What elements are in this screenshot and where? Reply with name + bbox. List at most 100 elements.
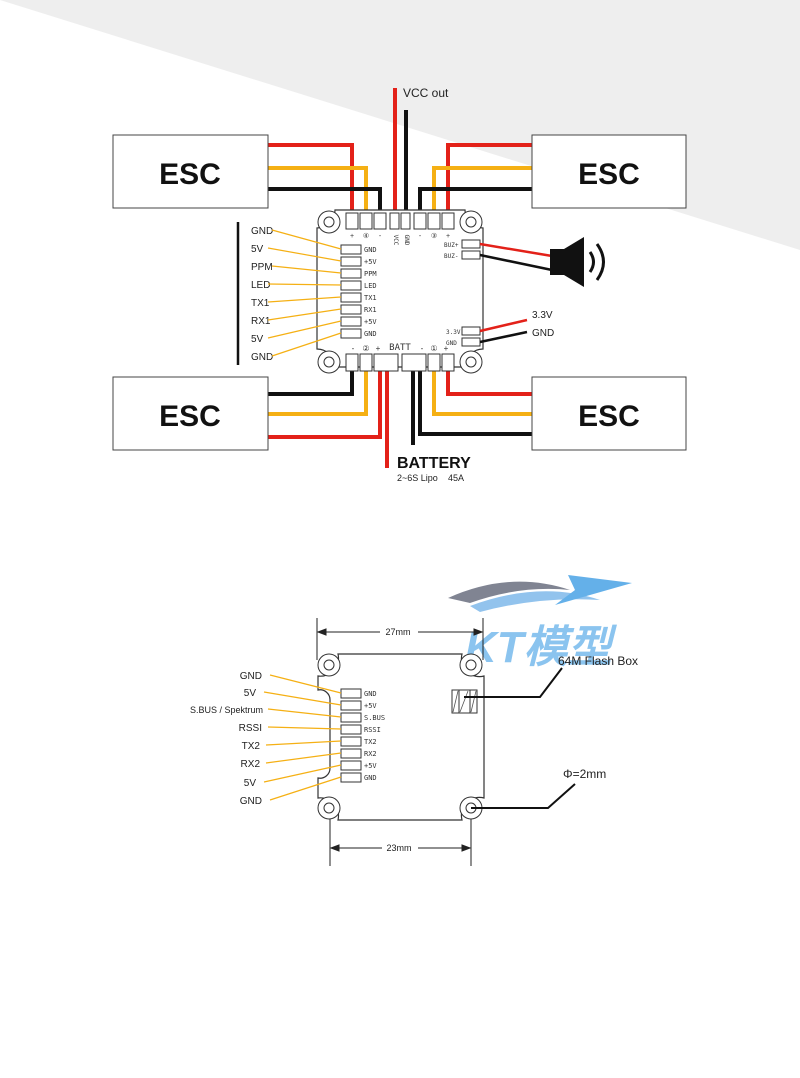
esc-label: ESC (159, 158, 221, 191)
pin-label: GND (251, 352, 273, 363)
esc-label: ESC (578, 400, 640, 433)
pad-mark: ① (430, 344, 437, 353)
power-out-wires (479, 318, 528, 344)
pad-label: RSSI (364, 726, 381, 734)
kt-watermark-logo: KT模型 (448, 575, 632, 672)
watermark-text: KT模型 (465, 623, 618, 672)
uart-pin-labels: GND 5V S.BUS / Spektrum RSSI TX2 RX2 5V … (190, 671, 263, 807)
left-pad-labels: GND +5V PPM LED TX1 RX1 +5V GND (364, 246, 377, 338)
pad-label: BUZ- (444, 253, 458, 260)
pad-mark: - (421, 344, 424, 353)
pin-label: 5V (251, 244, 264, 255)
hole-leader-line (471, 783, 576, 809)
bottom-pads (345, 353, 455, 372)
pad-label: S.BUS (364, 714, 385, 722)
uart-leader-lines (263, 674, 342, 801)
pin-label: RSSI (239, 723, 262, 734)
bottom-pad-marks: - ② + - ① + (352, 344, 449, 353)
pin-label-3v3: 3.3V (532, 310, 553, 321)
pin-label: 5V (244, 778, 257, 789)
top-pads (345, 212, 455, 230)
top-pad-marks: + ④ - VCC GND - ③ + (350, 232, 450, 246)
pad-mark: - (379, 233, 382, 240)
bottom-dimension-diagram: 27mm 23mm 64M Flash Box Φ= (190, 618, 638, 866)
pin-label: RX1 (251, 316, 271, 327)
flash-leader-line (464, 667, 563, 698)
pad-mark: + (376, 344, 381, 353)
pad-mark: + (350, 233, 354, 240)
pad-label: +5V (364, 702, 377, 710)
mounting-hole (317, 653, 483, 820)
battery-title: BATTERY (397, 455, 471, 472)
mounting-hole (317, 210, 483, 374)
left-pads (340, 244, 362, 339)
pin-label: S.BUS / Spektrum (190, 705, 263, 715)
pin-label: GND (240, 796, 262, 807)
esc-top-left: ESC (112, 134, 269, 209)
pin-label: TX1 (251, 298, 270, 309)
battery-current: 45A (448, 473, 464, 483)
esc-bottom-left: ESC (112, 376, 269, 451)
hole-size-label: Φ=2mm (563, 767, 606, 781)
vcc-out-label: VCC out (403, 86, 449, 100)
pin-label: 5V (251, 334, 264, 345)
pad-label: +5V (364, 318, 377, 326)
flash-box-label: 64M Flash Box (558, 654, 638, 668)
pin-label: GND (240, 671, 262, 682)
pad-mark: GND (403, 235, 410, 246)
speaker-icon (550, 237, 605, 287)
dim-label-top: 27mm (385, 627, 410, 637)
pad-label: LED (364, 282, 377, 290)
pad-label: TX2 (364, 738, 377, 746)
battery-spec: 2~6S Lipo (397, 473, 438, 483)
uart-pads (340, 688, 362, 783)
pad-label: BUZ+ (444, 242, 459, 249)
pad-mark: - (419, 233, 422, 240)
wires-vcc-out (393, 88, 408, 215)
pad-label: PPM (364, 270, 377, 278)
pad-label: GND (364, 690, 377, 698)
pin-label: PPM (251, 262, 273, 273)
pin-label: 5V (244, 688, 257, 699)
pad-mark: - (352, 344, 355, 353)
pad-mark: ③ (431, 232, 437, 240)
pad-label: GND (364, 330, 377, 338)
pin-label: GND (251, 226, 273, 237)
pad-mark: VCC (392, 235, 399, 246)
flash-box-chip (451, 689, 478, 714)
esc-label: ESC (159, 400, 221, 433)
esc-top-right: ESC (531, 134, 687, 209)
uart-pad-labels: GND +5V S.BUS RSSI TX2 RX2 +5V GND (364, 690, 385, 782)
pad-label: RX1 (364, 306, 377, 314)
left-leader-lines (267, 229, 342, 357)
pad-mark: + (446, 233, 450, 240)
pad-mark: + (444, 344, 449, 353)
pad-label: +5V (364, 762, 377, 770)
pad-label: RX2 (364, 750, 377, 758)
dimension-27mm (316, 618, 484, 660)
top-wiring-diagram: VCC out ESC ESC ESC (112, 86, 687, 483)
wires-esc-top-right (418, 143, 532, 215)
left-pin-labels: GND 5V PPM LED TX1 RX1 5V GND (251, 226, 273, 363)
wires-esc-top-left (268, 143, 382, 215)
buzzer-wires (479, 242, 553, 272)
pad-label: GND (446, 340, 457, 347)
pad-mark: ② (362, 344, 369, 353)
pad-mark: ④ (363, 232, 369, 240)
pad-label: 3.3V (446, 329, 461, 336)
esc-bottom-right: ESC (531, 376, 687, 451)
esc-label: ESC (578, 158, 640, 191)
pin-label: TX2 (242, 741, 261, 752)
pad-label: +5V (364, 258, 377, 266)
pad-label: TX1 (364, 294, 377, 302)
pad-label: GND (364, 774, 377, 782)
pad-label: GND (364, 246, 377, 254)
fc-board-top: + ④ - VCC GND - ③ + GND (316, 209, 484, 374)
pin-label: LED (251, 280, 270, 291)
pin-label-gnd: GND (532, 328, 554, 339)
dimension-23mm (329, 815, 472, 866)
wires-battery (385, 360, 415, 468)
batt-pad-label: BATT (389, 343, 411, 353)
